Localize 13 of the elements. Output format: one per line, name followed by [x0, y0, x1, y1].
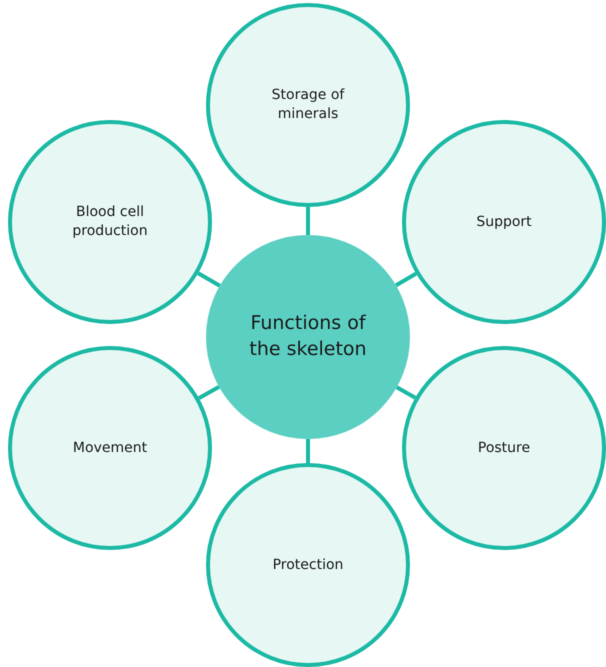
function-label: Storage of minerals	[270, 86, 346, 124]
function-label: Posture	[478, 438, 530, 458]
function-label: Protection	[272, 556, 344, 574]
function-label: Support	[476, 212, 532, 232]
function-label: Blood cell production	[71, 203, 149, 241]
connector-line	[306, 207, 310, 235]
connector-line	[198, 385, 220, 400]
connector-line	[306, 439, 310, 463]
connector-line	[197, 272, 221, 288]
connector-line	[394, 272, 418, 288]
function-label: Movement	[72, 438, 148, 458]
connector-line	[396, 386, 416, 400]
central-label: Functions of the skeleton	[248, 311, 368, 362]
